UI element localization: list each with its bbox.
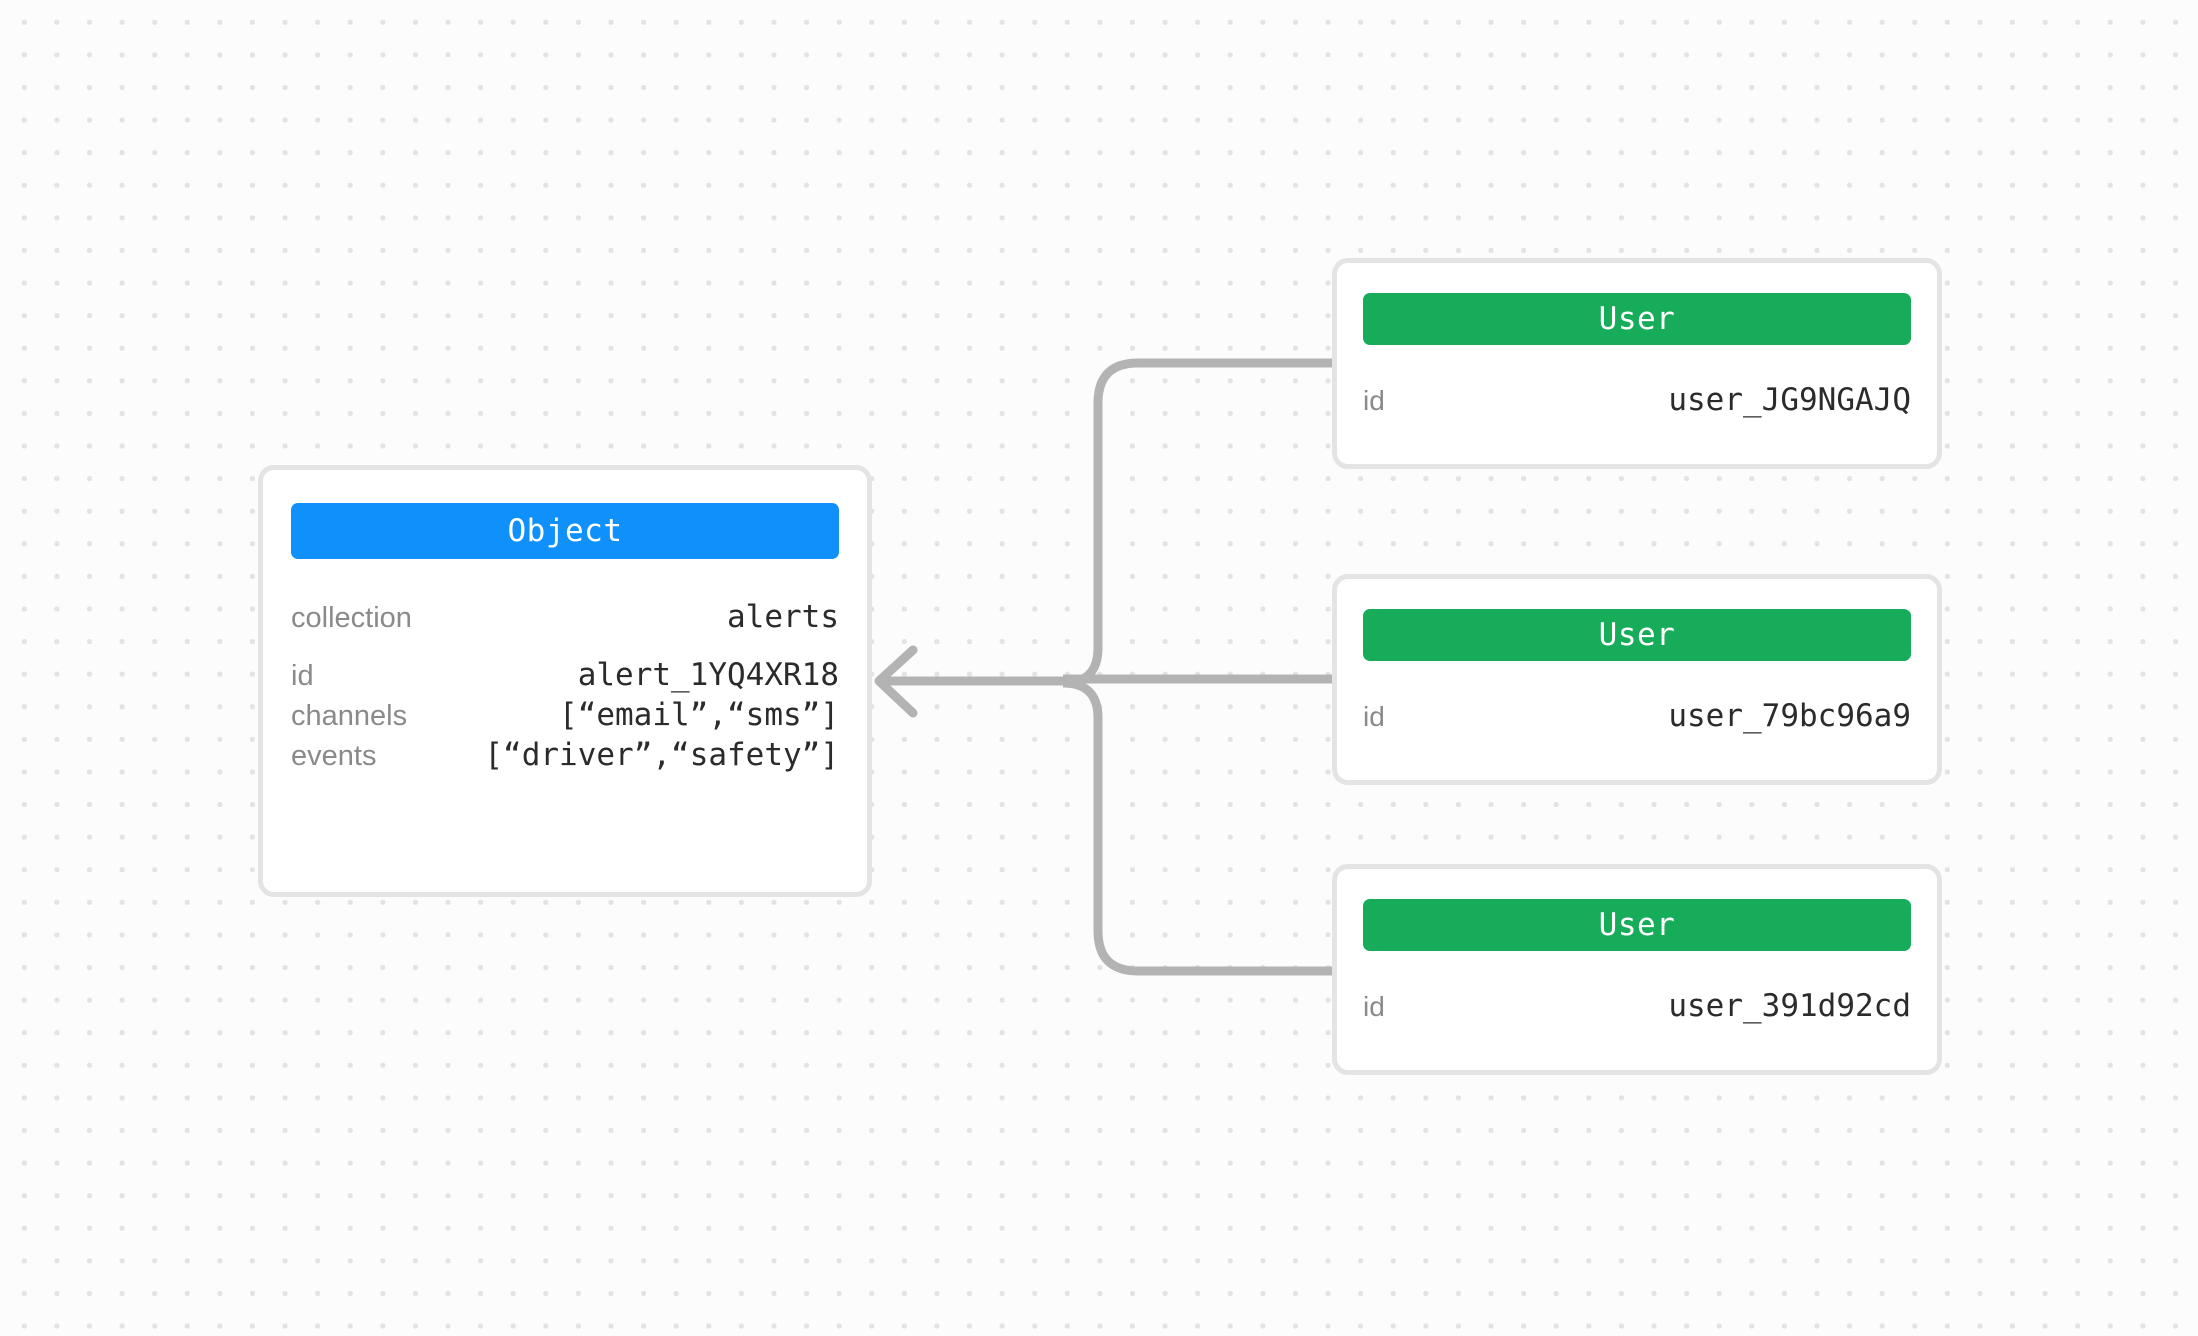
field-label: collection bbox=[291, 602, 412, 634]
field-value: alerts bbox=[727, 599, 839, 635]
user-node-header: User bbox=[1363, 899, 1911, 951]
field-label: id bbox=[291, 660, 314, 692]
connector-user-2 bbox=[1062, 678, 1336, 976]
object-node-secondary-fields: id alert_1YQ4XR18 channels [“email”,“sms… bbox=[291, 657, 839, 777]
user-node[interactable]: User id user_391d92cd bbox=[1332, 864, 1942, 1075]
field-row: id user_JG9NGAJQ bbox=[1363, 382, 1911, 418]
object-node[interactable]: Object collection alerts id alert_1YQ4XR… bbox=[258, 465, 872, 897]
user-node[interactable]: User id user_79bc96a9 bbox=[1332, 574, 1942, 785]
field-row: id alert_1YQ4XR18 bbox=[291, 657, 839, 693]
field-row: id user_391d92cd bbox=[1363, 988, 1911, 1024]
object-node-header: Object bbox=[291, 503, 839, 559]
user-node-fields: id user_JG9NGAJQ bbox=[1363, 382, 1911, 418]
field-label: id bbox=[1363, 701, 1385, 732]
arrowhead-left-icon bbox=[874, 645, 918, 718]
user-node-fields: id user_79bc96a9 bbox=[1363, 698, 1911, 734]
object-node-primary-fields: collection alerts bbox=[291, 599, 839, 635]
field-value: alert_1YQ4XR18 bbox=[577, 657, 839, 693]
field-label: id bbox=[1363, 385, 1385, 416]
field-label: id bbox=[1363, 991, 1385, 1022]
user-node-fields: id user_391d92cd bbox=[1363, 988, 1911, 1024]
field-value: [“driver”,“safety”] bbox=[484, 737, 839, 773]
field-row: events [“driver”,“safety”] bbox=[291, 737, 839, 773]
field-row: channels [“email”,“sms”] bbox=[291, 697, 839, 733]
field-value: user_79bc96a9 bbox=[1668, 698, 1911, 734]
field-label: channels bbox=[291, 700, 408, 732]
field-row: id user_79bc96a9 bbox=[1363, 698, 1911, 734]
field-label: events bbox=[291, 740, 377, 772]
field-value: [“email”,“sms”] bbox=[559, 697, 839, 733]
user-node[interactable]: User id user_JG9NGAJQ bbox=[1332, 258, 1942, 469]
user-node-header: User bbox=[1363, 609, 1911, 661]
field-row: collection alerts bbox=[291, 599, 839, 635]
connector-user-0 bbox=[1062, 358, 1336, 688]
user-node-header: User bbox=[1363, 293, 1911, 345]
field-value: user_JG9NGAJQ bbox=[1668, 382, 1911, 418]
field-value: user_391d92cd bbox=[1668, 988, 1911, 1024]
